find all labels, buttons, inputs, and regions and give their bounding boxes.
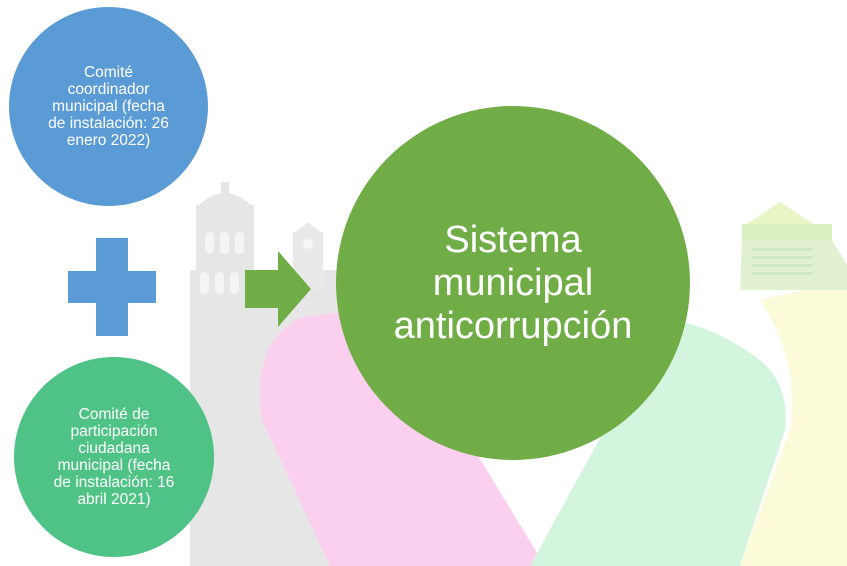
anticorruption-system-label: Sistema municipal anticorrupción <box>393 218 633 347</box>
citizen-committee-label: Comité de participación ciudadana munici… <box>53 406 175 508</box>
anticorruption-system-node: Sistema municipal anticorrupción <box>336 106 690 460</box>
coordinating-committee-node: Comité coordinador municipal (fecha de i… <box>9 7 208 206</box>
citizen-committee-node: Comité de participación ciudadana munici… <box>14 357 214 557</box>
yellow-hillside <box>740 280 847 566</box>
pyramid-silhouette <box>740 202 847 290</box>
green-ribbon <box>530 317 786 566</box>
pink-ribbon <box>259 312 545 566</box>
right-arrow-icon <box>245 251 311 327</box>
coordinating-committee-label: Comité coordinador municipal (fecha de i… <box>48 64 169 149</box>
plus-icon <box>68 238 156 336</box>
